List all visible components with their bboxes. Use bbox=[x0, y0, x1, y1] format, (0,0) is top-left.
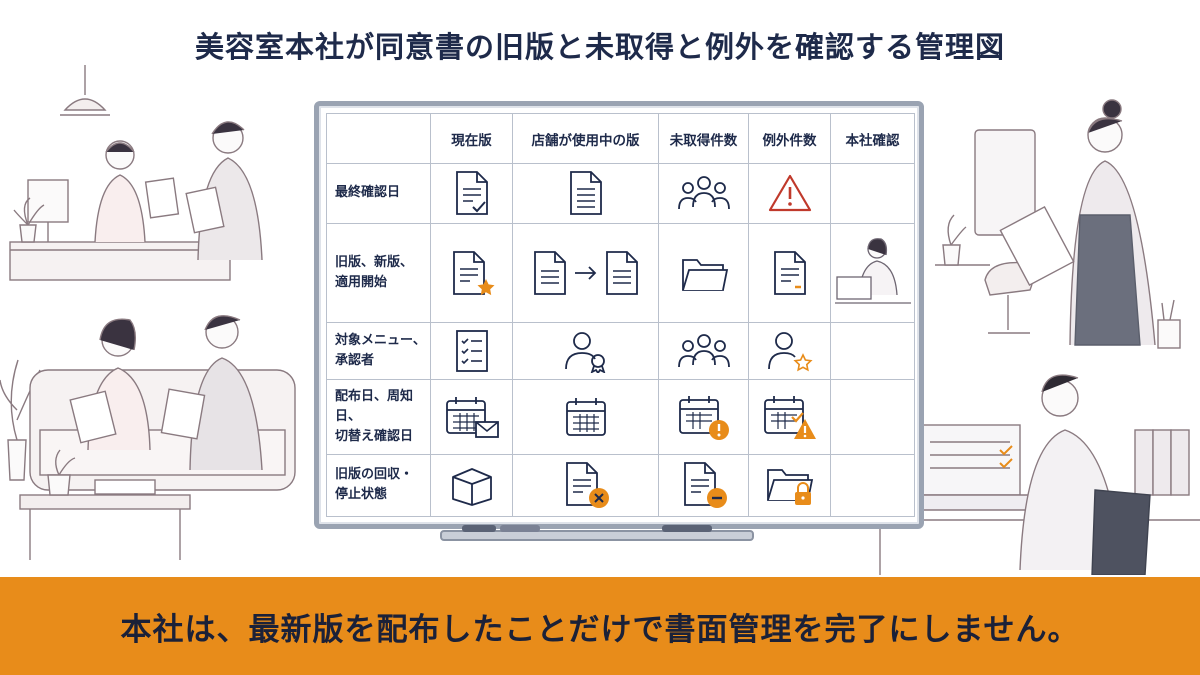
document-arrow-document-icon bbox=[533, 250, 638, 295]
row-label-line: 適用開始 bbox=[335, 274, 388, 290]
hq-staff-laptop-icon bbox=[834, 237, 911, 304]
row-label-line: 対象メニュー、 bbox=[335, 332, 426, 348]
row-label-line: 最終確認日 bbox=[335, 185, 401, 201]
table-cell bbox=[512, 222, 659, 323]
document-icon bbox=[569, 171, 602, 216]
people-group-icon bbox=[677, 334, 730, 368]
table-row: 配布日、周知日、 切替え確認日 bbox=[326, 379, 915, 455]
warning-triangle-icon bbox=[768, 175, 811, 212]
marker-middle bbox=[500, 525, 540, 532]
table-cell bbox=[430, 321, 513, 381]
page-title: 美容室本社が同意書の旧版と未取得と例外を確認する管理図 bbox=[194, 30, 1005, 64]
table-header-row: 現在版 店舗が使用中の版 未取得件数 例外件数 本社確認 bbox=[326, 113, 915, 164]
header-exception-count: 例外件数 bbox=[748, 113, 831, 164]
table-cell bbox=[512, 453, 659, 518]
table-row: 旧版の回収・ 停止状態 bbox=[326, 453, 915, 518]
marker-left bbox=[462, 525, 496, 532]
table-cell bbox=[830, 379, 915, 455]
conclusion-text: 本社は、最新版を配布したことだけで書面管理を完了にしません。 bbox=[120, 612, 1080, 648]
table-cell bbox=[430, 379, 513, 455]
calendar-mail-icon bbox=[445, 396, 499, 438]
sofa-scene-illustration bbox=[0, 315, 296, 560]
person-badge-icon bbox=[564, 332, 605, 373]
header-corner bbox=[326, 113, 431, 164]
person-star-icon bbox=[767, 332, 813, 372]
table-cell bbox=[748, 453, 831, 518]
row-label: 最終確認日 bbox=[326, 163, 431, 224]
table-cell bbox=[512, 163, 659, 224]
row-label-line: 切替え確認日 bbox=[335, 428, 414, 444]
table-cell bbox=[748, 163, 831, 224]
people-group-icon bbox=[677, 176, 730, 210]
table-cell bbox=[830, 222, 915, 323]
marker-right bbox=[662, 525, 712, 532]
conclusion-banner bbox=[0, 577, 1200, 675]
management-table: 現在版 店舗が使用中の版 未取得件数 例外件数 本社確認 最終確認日 bbox=[326, 113, 915, 518]
table-cell bbox=[830, 163, 915, 224]
whiteboard-tray bbox=[440, 530, 754, 541]
table-cell bbox=[830, 321, 915, 381]
document-minus-icon bbox=[773, 250, 806, 295]
document-x-icon bbox=[565, 462, 609, 509]
document-check-icon bbox=[455, 171, 488, 216]
table-cell bbox=[658, 222, 749, 323]
table-cell bbox=[658, 163, 749, 224]
table-row: 旧版、新版、 適用開始 bbox=[326, 222, 915, 323]
table-row: 対象メニュー、 承認者 bbox=[326, 321, 915, 381]
stylist-scene-illustration bbox=[935, 99, 1181, 349]
header-store-version: 店舗が使用中の版 bbox=[512, 113, 659, 164]
row-label-line: 停止状態 bbox=[335, 487, 388, 503]
row-label-line: 配布日、周知日、 bbox=[335, 388, 414, 424]
table-cell bbox=[658, 321, 749, 381]
reception-scene-illustration bbox=[9, 65, 263, 281]
row-label: 旧版、新版、 適用開始 bbox=[326, 222, 431, 323]
row-label: 対象メニュー、 承認者 bbox=[326, 321, 431, 381]
table-cell bbox=[748, 222, 831, 323]
table-row: 最終確認日 bbox=[326, 163, 915, 224]
calendar-icon bbox=[565, 397, 606, 436]
table-cell bbox=[830, 453, 915, 518]
table-cell bbox=[512, 321, 659, 381]
header-unobtained-count: 未取得件数 bbox=[658, 113, 749, 164]
document-star-icon bbox=[452, 250, 494, 295]
row-label: 配布日、周知日、 切替え確認日 bbox=[326, 379, 431, 455]
table-cell bbox=[430, 453, 513, 518]
table-cell bbox=[430, 222, 513, 323]
row-label: 旧版の回収・ 停止状態 bbox=[326, 453, 431, 518]
table-cell bbox=[748, 379, 831, 455]
checklist-icon bbox=[455, 330, 488, 372]
header-current-version: 現在版 bbox=[430, 113, 513, 164]
row-label-line: 旧版の回収・ bbox=[335, 467, 414, 483]
row-label-line: 承認者 bbox=[335, 352, 375, 368]
header-hq-check: 本社確認 bbox=[830, 113, 915, 164]
folder-icon bbox=[681, 258, 728, 291]
table-cell bbox=[430, 163, 513, 224]
document-minus-icon bbox=[683, 462, 727, 509]
table-cell bbox=[748, 321, 831, 381]
folder-lock-icon bbox=[766, 469, 813, 506]
table-cell bbox=[658, 453, 749, 518]
calendar-alert-icon bbox=[678, 395, 729, 440]
row-label-line: 旧版、新版、 bbox=[335, 254, 414, 270]
table-cell bbox=[658, 379, 749, 455]
calendar-warning-icon bbox=[763, 395, 816, 439]
box-icon bbox=[451, 468, 492, 507]
table-cell bbox=[512, 379, 659, 455]
